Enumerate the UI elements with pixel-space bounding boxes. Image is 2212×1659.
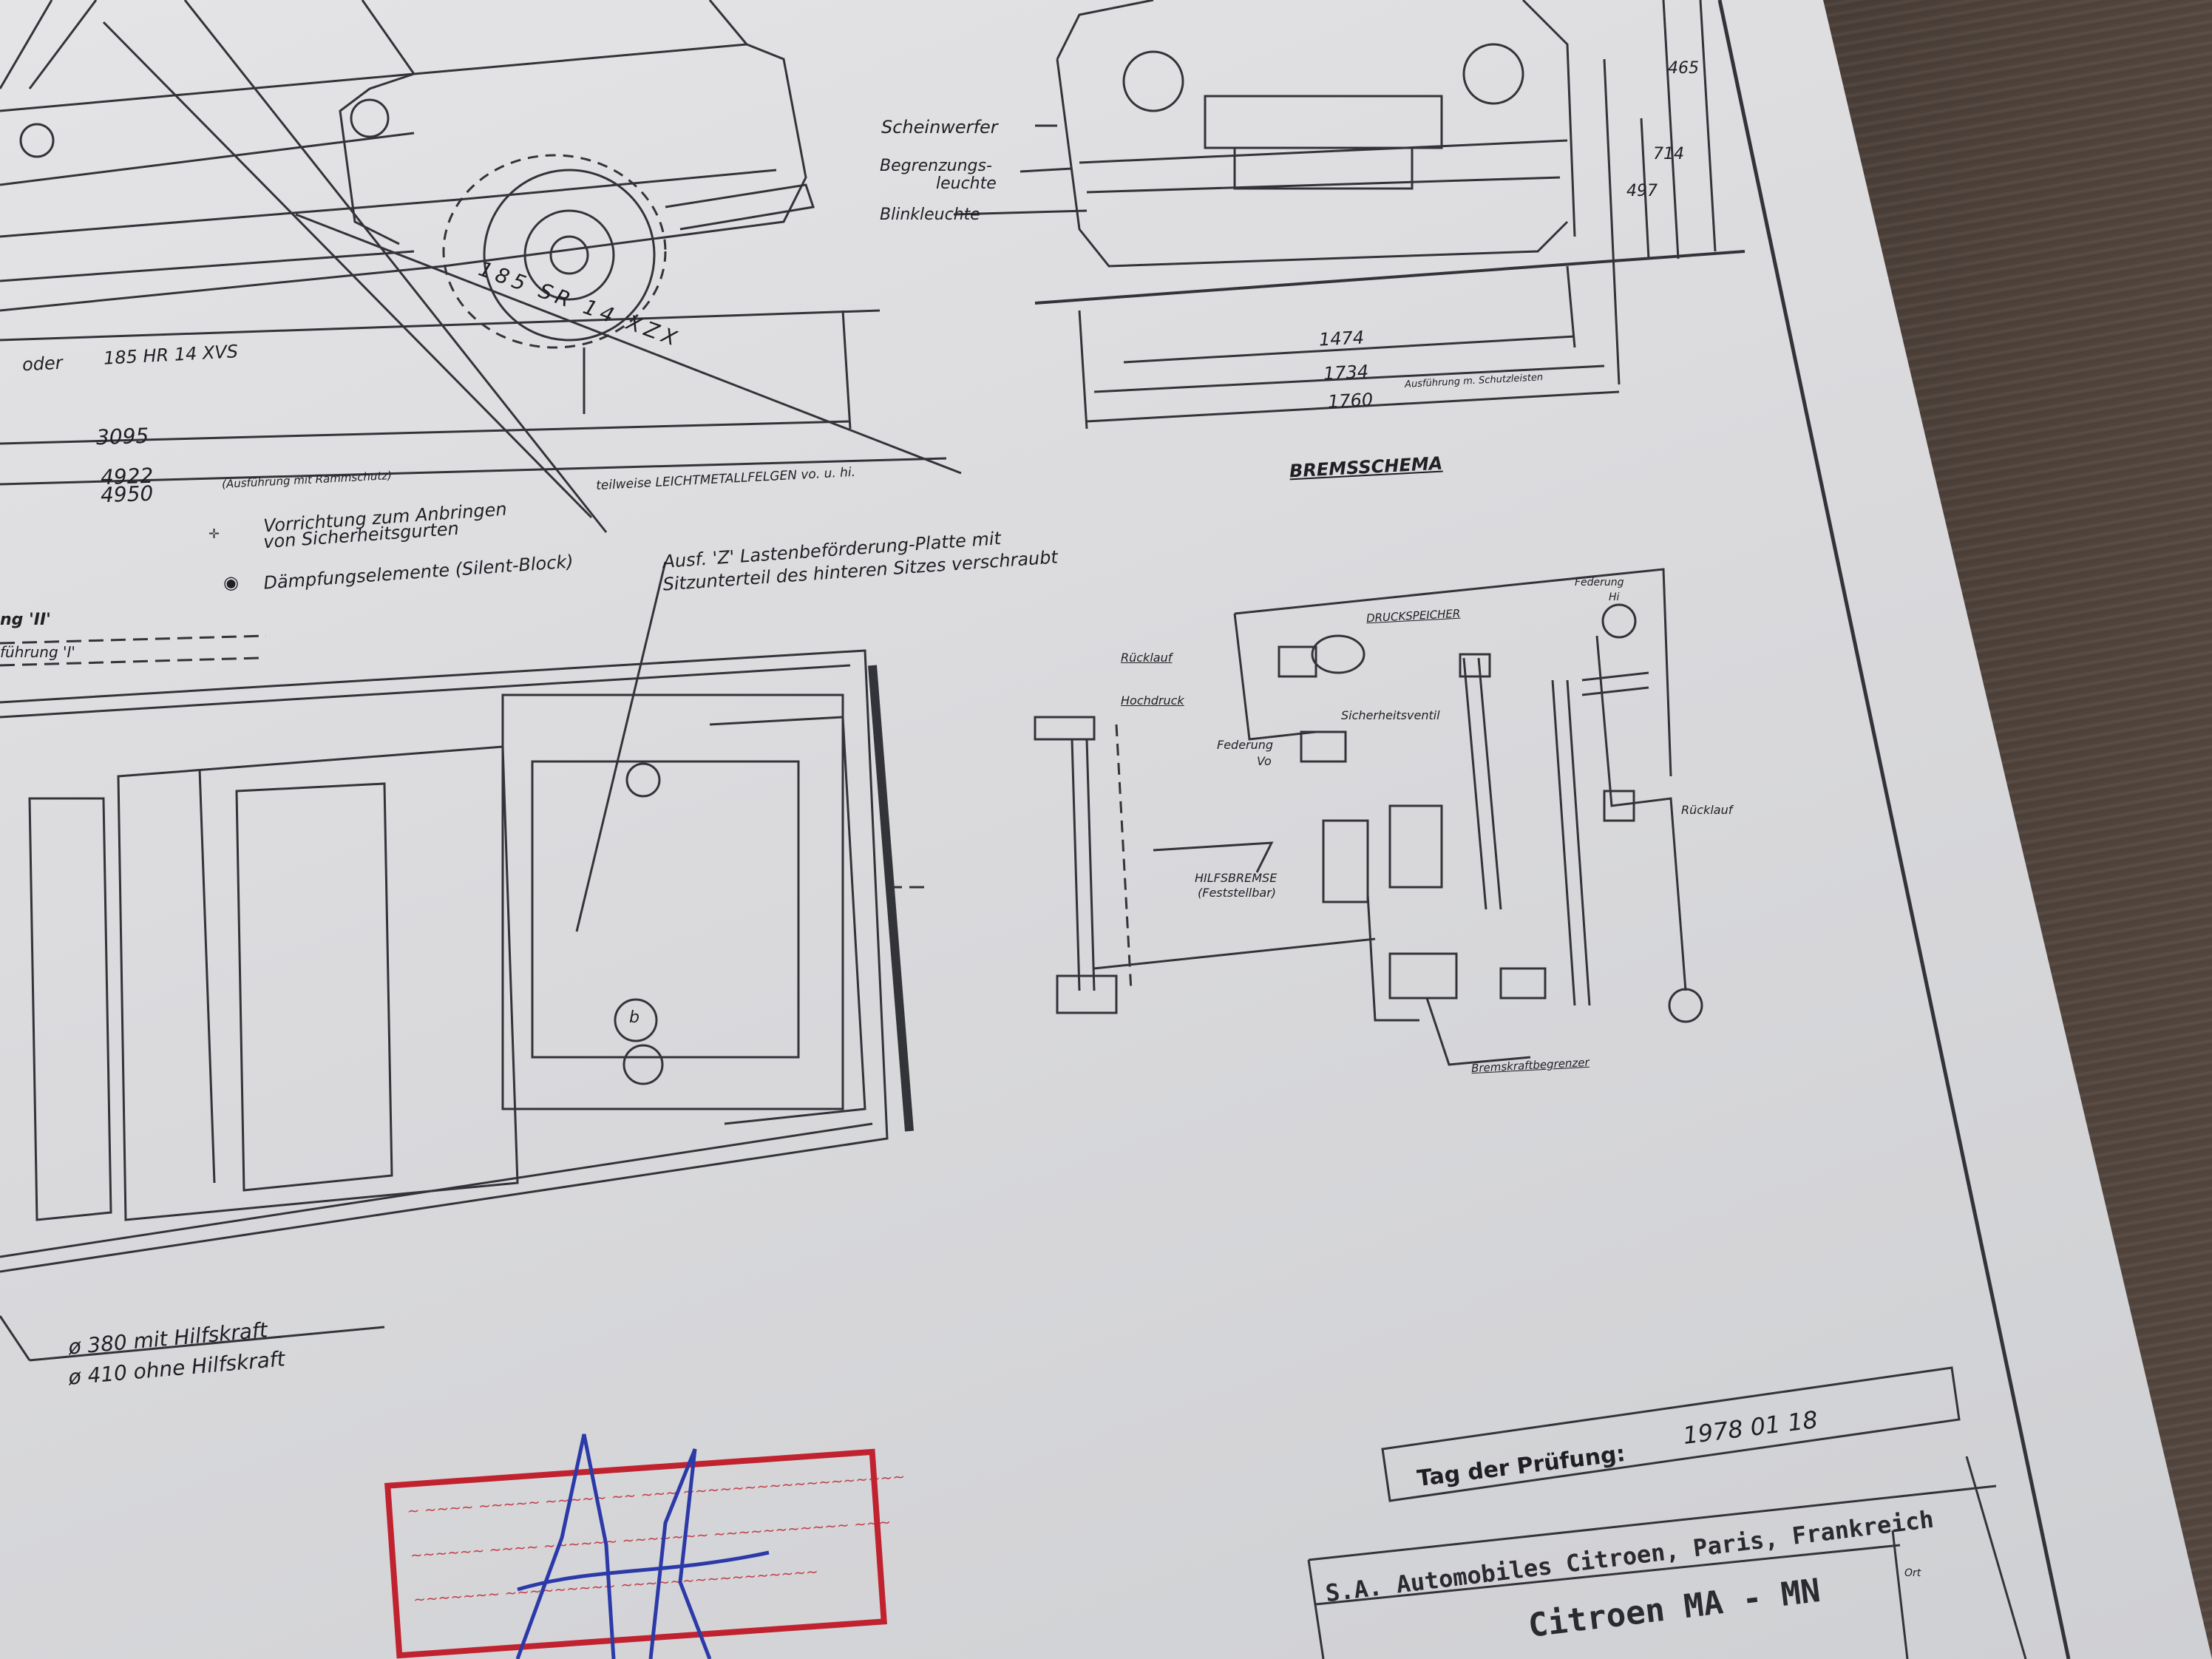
variant-ii-label: ng 'II' [0,611,51,629]
suspension-front-label-1: Federung [1217,738,1274,752]
aux-brake-label-1: HILFSBREMSE [1195,871,1278,885]
side-view-car-outline [0,0,962,533]
position-light-label-2: leuchte [936,174,997,193]
dim-714: 714 [1653,145,1684,163]
safety-valve-label: Sicherheitsventil [1341,708,1440,722]
suspension-rear-label-1: Federung [1575,577,1624,588]
return-right-label: Rücklauf [1681,803,1733,817]
title-block-frame [1307,1366,2027,1659]
suspension-front-label-2: Vo [1257,754,1272,768]
variant-i-label: führung 'I' [0,643,75,661]
suspension-rear-label-2: Hi [1609,591,1620,603]
headlight-label: Scheinwerfer [881,117,998,138]
dim-497: 497 [1626,182,1658,200]
plan-view-car-outline [0,561,932,1362]
front-view-car-outline [953,0,1745,430]
damping-symbol: ◉ [223,572,239,593]
brake-schema-diagram [1034,568,1703,1066]
marker-b: b [629,1008,639,1027]
return-left-label: Rücklauf [1121,651,1173,665]
corner-label: Ort [1904,1567,1921,1579]
belt-mount-symbol: ✛ [208,526,220,542]
sheet-border-line [1717,0,2071,1659]
high-pressure-label: Hochdruck [1121,693,1184,708]
dim-465: 465 [1668,59,1699,78]
indicator-label: Blinkleuchte [880,206,980,224]
position-light-label-1: Begrenzungs- [880,157,992,175]
aux-brake-label-2: (Feststellbar) [1198,886,1277,900]
